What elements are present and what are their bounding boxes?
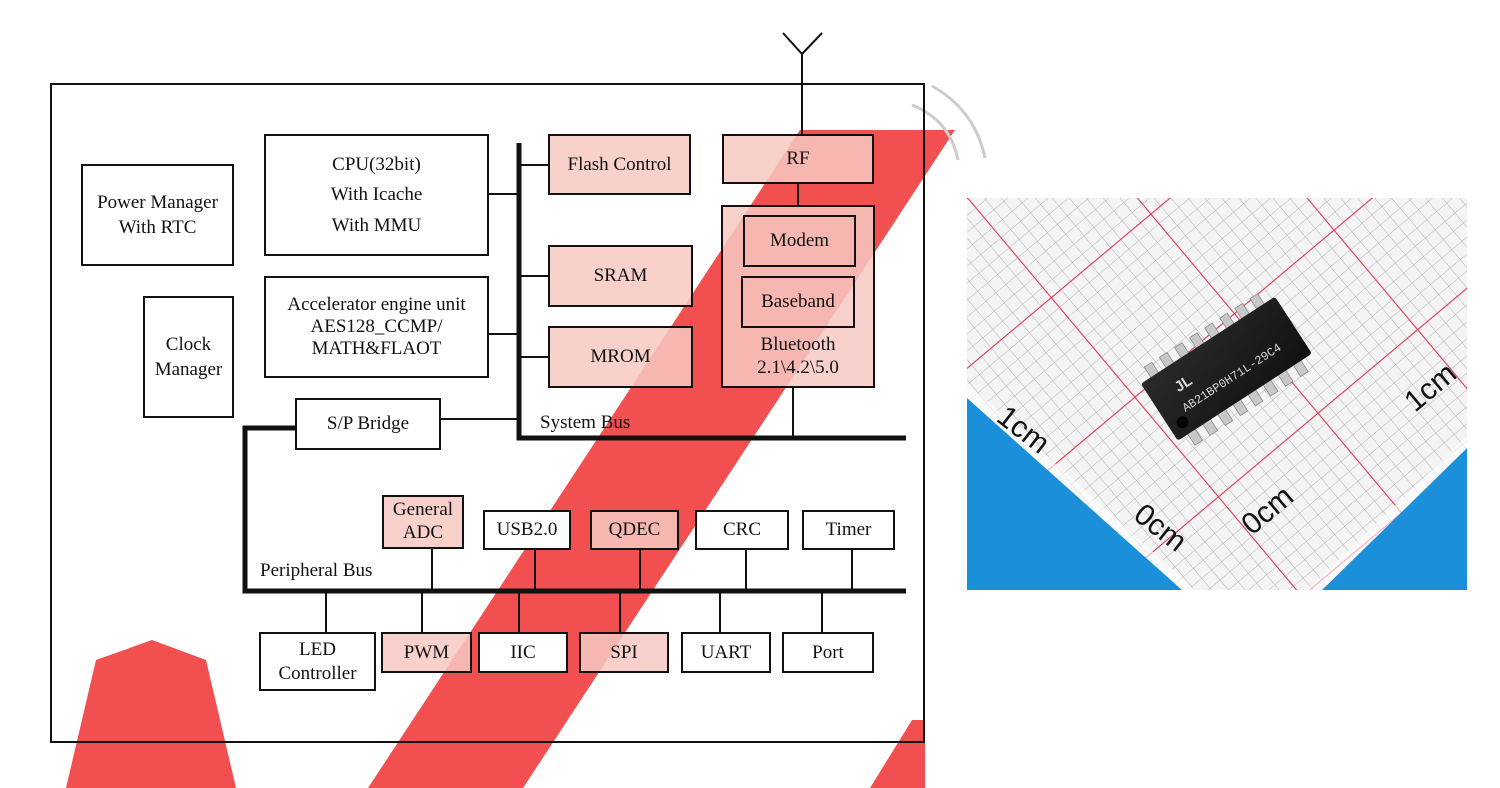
crc-block: CRC	[695, 510, 789, 550]
port-block: Port	[782, 632, 874, 673]
chip-photo: 1cm 1cm 0cm 0cm JL AB21BP0H71L-29C4	[967, 198, 1467, 590]
uart-block: UART	[681, 632, 771, 673]
chip-outline	[50, 83, 925, 743]
timer-block: Timer	[802, 510, 895, 550]
sram-block: SRAM	[548, 245, 693, 307]
iic-block: IIC	[478, 632, 568, 673]
qdec-block: QDEC	[590, 510, 679, 550]
baseband-block: Baseband	[741, 276, 855, 328]
flash-control-block: Flash Control	[548, 134, 691, 195]
svg-text:JL: JL	[1172, 372, 1196, 396]
chip-photo-svg: 1cm 1cm 0cm 0cm JL AB21BP0H71L-29C4	[967, 198, 1467, 590]
rf-block: RF	[722, 134, 874, 184]
watermark-arc	[911, 84, 987, 161]
usb-block: USB2.0	[483, 510, 571, 550]
peripheral-bus-line	[242, 425, 906, 594]
pwm-block: PWM	[381, 632, 472, 673]
modem-block: Modem	[743, 215, 856, 267]
mrom-block: MROM	[548, 326, 693, 388]
sp-bridge-block: S/P Bridge	[295, 398, 441, 450]
peripheral-bus-label: Peripheral Bus	[260, 560, 373, 581]
system-bus-line	[516, 143, 906, 441]
system-bus-label: System Bus	[540, 412, 631, 433]
spi-block: SPI	[579, 632, 669, 673]
chip-package: JL AB21BP0H71L-29C4	[1141, 293, 1311, 446]
antenna-icon	[782, 32, 823, 135]
